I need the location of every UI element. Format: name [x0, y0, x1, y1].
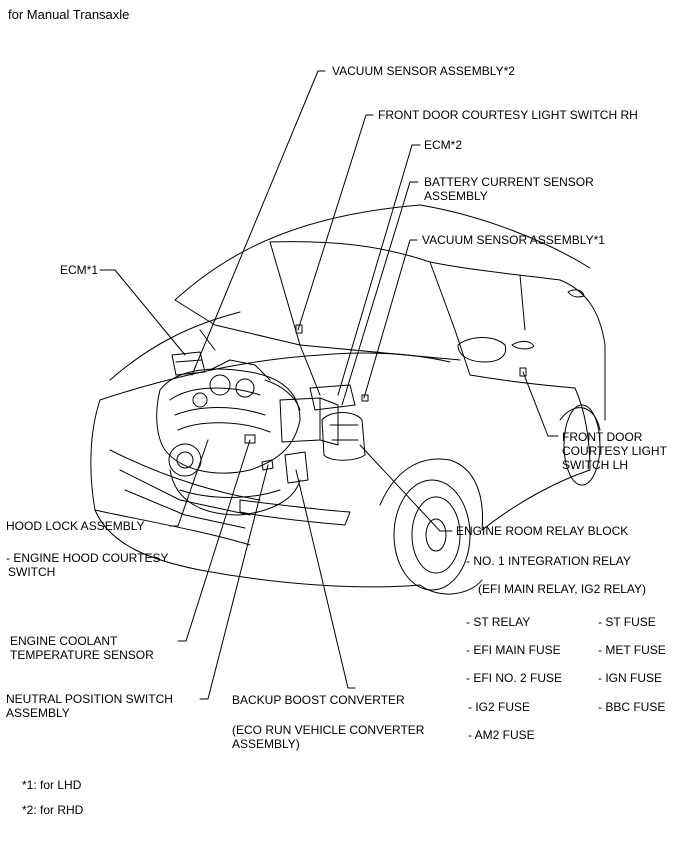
label-vacuum-sensor-lhd: VACUUM SENSOR ASSEMBLY*1	[422, 233, 605, 247]
label-neutral-switch-line1: NEUTRAL POSITION SWITCH	[6, 692, 173, 706]
footnote-lhd: *1: for LHD	[22, 778, 82, 792]
relay-item-st-relay: - ST RELAY	[466, 615, 531, 629]
relay-item-bbc-fuse: - BBC FUSE	[598, 700, 666, 714]
label-front-door-switch-lh-line3: SWITCH LH	[562, 458, 628, 472]
label-backup-boost-converter: BACKUP BOOST CONVERTER	[232, 693, 405, 707]
label-eco-run-line1: (ECO RUN VEHICLE CONVERTER	[232, 723, 425, 737]
label-engine-hood-courtesy-line1: - ENGINE HOOD COURTESY	[6, 551, 169, 565]
label-front-door-switch-lh-line1: FRONT DOOR	[562, 430, 643, 444]
label-ecm-rhd: ECM*2	[424, 138, 463, 152]
page-title: for Manual Transaxle	[8, 7, 130, 22]
label-neutral-switch-line2: ASSEMBLY	[6, 706, 70, 720]
relay-item-st-fuse: - ST FUSE	[598, 615, 656, 629]
car-body-outline	[90, 204, 606, 595]
label-hood-lock: HOOD LOCK ASSEMBLY	[6, 519, 145, 533]
label-engine-room-relay-block: ENGINE ROOM RELAY BLOCK	[456, 524, 629, 538]
label-vacuum-sensor-rhd: VACUUM SENSOR ASSEMBLY*2	[332, 64, 515, 78]
label-eco-run-line2: ASSEMBLY)	[232, 737, 300, 751]
relay-item-efi-main-fuse: - EFI MAIN FUSE	[466, 643, 561, 657]
label-ect-sensor-line1: ENGINE COOLANT	[10, 634, 118, 648]
label-front-door-switch-lh-line2: COURTESY LIGHT	[562, 444, 667, 458]
label-ect-sensor-line2: TEMPERATURE SENSOR	[10, 648, 154, 662]
leader-lines	[99, 70, 559, 700]
relay-item-efi-no2-fuse: - EFI NO. 2 FUSE	[466, 671, 563, 685]
label-battery-current-sensor-line1: BATTERY CURRENT SENSOR	[424, 175, 594, 189]
relay-item-ign-fuse: - IGN FUSE	[598, 671, 663, 685]
relay-item-met-fuse: - MET FUSE	[598, 643, 666, 657]
label-integration-relay-sub: (EFI MAIN RELAY, IG2 RELAY)	[478, 582, 647, 596]
label-front-door-switch-rh: FRONT DOOR COURTESY LIGHT SWITCH RH	[378, 108, 638, 122]
label-engine-hood-courtesy-line2: SWITCH	[8, 565, 56, 579]
footnote-rhd: *2: for RHD	[22, 803, 84, 817]
label-integration-relay: - NO. 1 INTEGRATION RELAY	[466, 554, 631, 568]
label-battery-current-sensor-line2: ASSEMBLY	[424, 189, 488, 203]
relay-item-am2-fuse: - AM2 FUSE	[468, 728, 535, 742]
relay-item-ig2-fuse: - IG2 FUSE	[468, 700, 531, 714]
label-ecm-lhd: ECM*1	[60, 263, 99, 277]
